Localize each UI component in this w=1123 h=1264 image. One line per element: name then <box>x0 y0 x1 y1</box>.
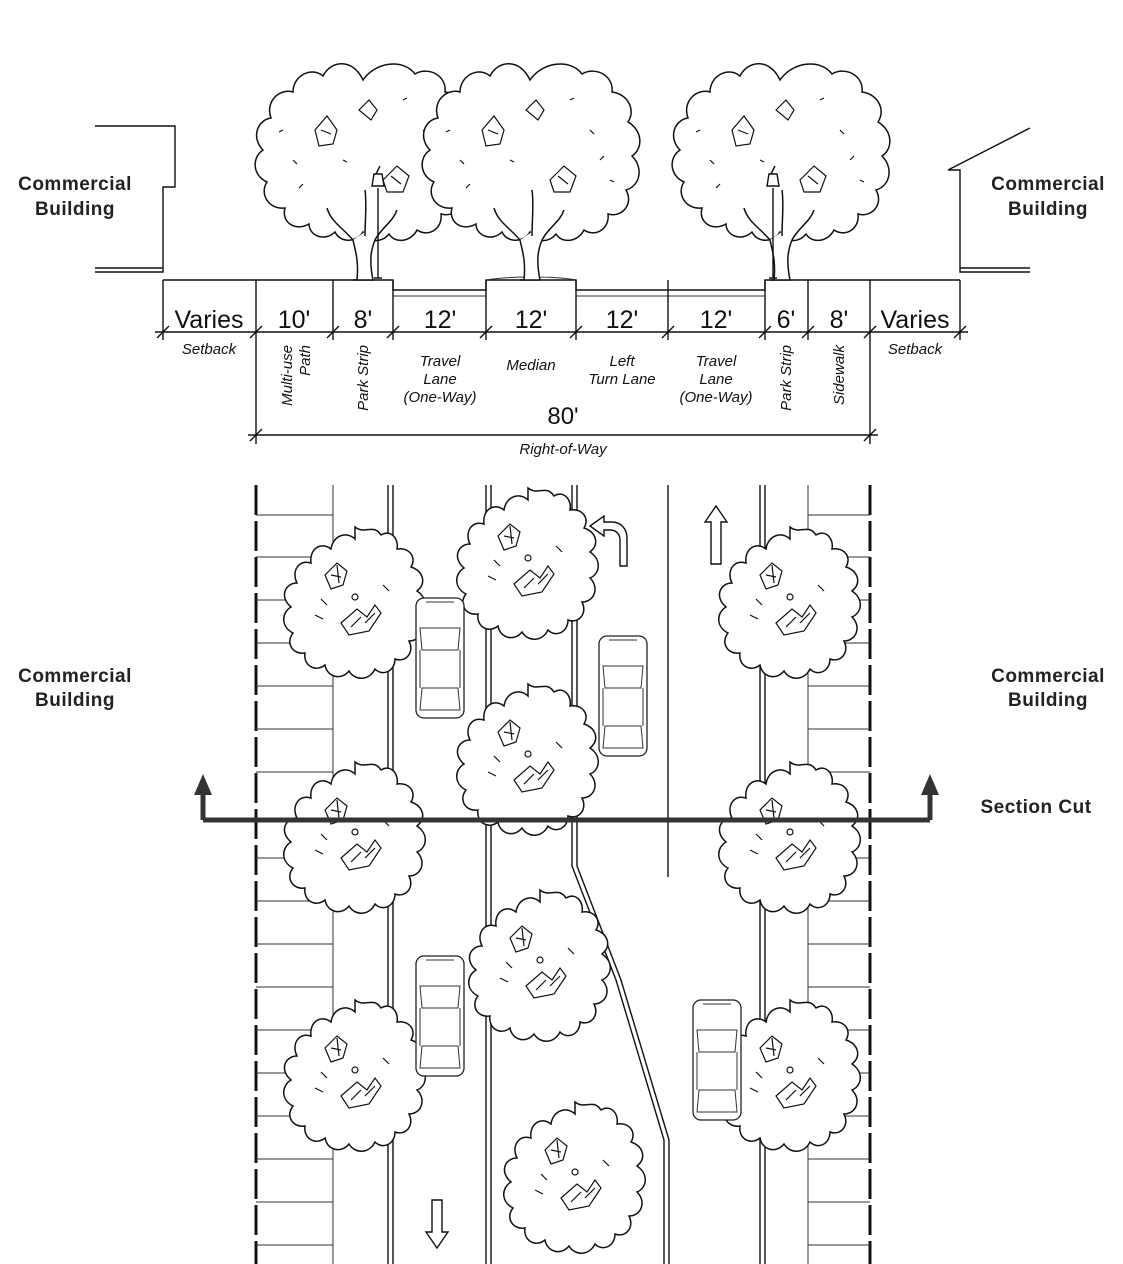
segment-label-travel-lane-right-1: Travel <box>696 353 737 370</box>
segment-label-travel-lane-left-1: Travel <box>420 353 461 370</box>
segment-dim-1: 10' <box>278 306 311 334</box>
plan-tree-5 <box>284 762 426 913</box>
section-tree-median <box>421 62 641 281</box>
car-2 <box>415 955 465 1077</box>
segment-dim-4: 12' <box>515 306 548 334</box>
section-tree-right <box>671 62 891 281</box>
turn-arrow-icon <box>588 514 628 567</box>
segment-label-travel-lane-left-3: (One-Way) <box>403 389 476 406</box>
segment-label-travel-lane-left-2: Lane <box>423 371 456 388</box>
segment-dim-8: 8' <box>830 306 849 334</box>
lamp-post-left <box>371 165 385 279</box>
ground-line <box>163 279 960 291</box>
segment-label-sidewalk: Sidewalk <box>831 344 848 406</box>
plan-tree-6 <box>719 762 861 913</box>
section-cut-line <box>194 774 939 823</box>
arrow-up-icon <box>703 504 729 565</box>
segment-label-travel-lane-right-2: Lane <box>699 371 732 388</box>
segment-dim-6: 12' <box>700 306 733 334</box>
building-label-plan-right-2: Building <box>1008 690 1088 711</box>
segment-label-multi-use-path-2: Path <box>297 345 314 376</box>
segment-label-travel-lane-right-3: (One-Way) <box>679 389 752 406</box>
building-label-plan-right-1: Commercial <box>991 666 1105 687</box>
segment-label-left-turn-lane-1: Left <box>609 353 635 370</box>
segment-dim-7: 6' <box>777 306 796 334</box>
car-1 <box>415 597 465 719</box>
section-cut-label: Section Cut <box>980 797 1091 818</box>
segment-label-park-strip-left: Park Strip <box>355 345 372 411</box>
truck-1 <box>598 635 648 757</box>
plan-tree-1 <box>284 527 426 678</box>
segment-dim-9: Varies <box>880 306 949 334</box>
car-3 <box>692 999 742 1121</box>
plan-tree-10 <box>504 1102 646 1253</box>
plan-tree-4 <box>457 684 599 835</box>
segment-labels: Setback Multi-use Path Park Strip Travel… <box>182 341 944 411</box>
right-building-outline <box>947 127 1031 273</box>
plan-tree-7 <box>469 890 611 1041</box>
dimension-ticks <box>156 280 967 340</box>
building-label-plan-left-1: Commercial <box>18 666 132 687</box>
segment-dimensions: Varies 10' 8' 12' 12' 12' 12' 6' 8' Vari… <box>174 306 949 334</box>
right-of-way-width: 80' <box>547 403 578 430</box>
segment-dim-0: Varies <box>174 306 243 334</box>
building-label-top-left-2: Building <box>35 199 115 220</box>
segment-label-setback-left: Setback <box>182 341 238 358</box>
plan-tree-2 <box>457 488 599 639</box>
building-label-top-left-1: Commercial <box>18 174 132 195</box>
building-label-plan-left-2: Building <box>35 690 115 711</box>
segment-dim-2: 8' <box>354 306 373 334</box>
building-label-top-right-2: Building <box>1008 199 1088 220</box>
plan-tree-8 <box>284 1000 426 1151</box>
segment-label-multi-use-path-1: Multi-use <box>279 345 296 406</box>
segment-label-left-turn-lane-2: Turn Lane <box>588 371 655 388</box>
segment-label-median: Median <box>506 357 555 374</box>
building-label-top-right-1: Commercial <box>991 174 1105 195</box>
segment-label-setback-right: Setback <box>888 341 944 358</box>
right-of-way-label: Right-of-Way <box>519 441 608 458</box>
lamp-post-right <box>766 165 780 279</box>
segment-label-park-strip-right: Park Strip <box>778 345 795 411</box>
arrow-down-icon <box>424 1199 450 1250</box>
segment-dim-3: 12' <box>424 306 457 334</box>
left-building-outline <box>95 125 176 273</box>
plan-tree-3 <box>719 527 861 678</box>
segment-dim-5: 12' <box>606 306 639 334</box>
